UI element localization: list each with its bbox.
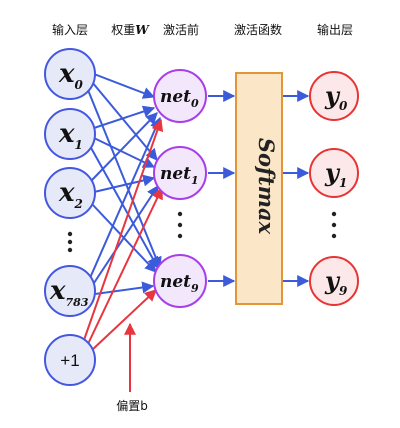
input-node-x1-label: x1 bbox=[58, 119, 83, 152]
weight-arrow bbox=[94, 281, 155, 295]
bias-arrow bbox=[83, 118, 164, 341]
output-node-y9 bbox=[309, 256, 359, 306]
input-node-x1 bbox=[44, 108, 96, 160]
softmax-block: Softmax bbox=[235, 72, 283, 305]
output-node-y1-label: y1 bbox=[324, 158, 347, 190]
bias-arrows bbox=[83, 118, 164, 392]
output-node-y1 bbox=[309, 148, 359, 198]
net-node-0 bbox=[153, 69, 207, 123]
net-node-1-label: net1 bbox=[160, 164, 199, 187]
output-node-y9-label: y9 bbox=[324, 266, 348, 298]
pre-activation-layer: net0 net1 net9 bbox=[153, 69, 207, 308]
softmax-to-output-arrows bbox=[282, 90, 310, 287]
net-ellipsis bbox=[177, 211, 183, 239]
weight-arrow bbox=[93, 174, 156, 193]
header-activation-function: 激活函数 bbox=[234, 22, 282, 37]
bias-node-label: +1 bbox=[60, 351, 79, 370]
input-node-x0 bbox=[44, 48, 96, 100]
weight-arrow bbox=[89, 145, 159, 270]
output-layer: y0 y1 y9 bbox=[309, 71, 359, 306]
net-node-0-label: net0 bbox=[160, 87, 199, 110]
softmax-box bbox=[235, 72, 283, 305]
weight-arrows bbox=[87, 73, 162, 295]
input-node-x0-label: x0 bbox=[58, 59, 84, 92]
input-node-x783-label: x783 bbox=[49, 276, 89, 309]
header-output-layer: 输出层 bbox=[317, 22, 353, 37]
net-node-9-label: net9 bbox=[160, 272, 199, 295]
weight-arrow bbox=[91, 184, 159, 287]
input-layer: x0 x1 x2 x783 +1 bbox=[44, 48, 96, 386]
output-node-y0 bbox=[309, 71, 359, 121]
weight-arrow bbox=[93, 73, 156, 99]
weight-arrow bbox=[93, 105, 156, 129]
weight-arrow bbox=[87, 89, 162, 270]
input-node-x2-label: x2 bbox=[58, 178, 83, 211]
input-node-x783 bbox=[44, 265, 96, 317]
header-pre-activation: 激活前 bbox=[163, 22, 199, 37]
net-node-9 bbox=[153, 254, 207, 308]
output-ellipsis bbox=[331, 211, 337, 239]
output-node-y0-label: y0 bbox=[324, 81, 348, 113]
input-ellipsis bbox=[67, 231, 73, 253]
bias-annotation: 偏置b bbox=[116, 398, 148, 413]
net-to-softmax-arrows bbox=[208, 90, 236, 287]
weight-arrow bbox=[91, 112, 158, 181]
weight-arrow bbox=[91, 81, 158, 161]
bias-arrow bbox=[87, 186, 163, 345]
softmax-label: Softmax bbox=[254, 138, 279, 235]
input-node-x2 bbox=[44, 167, 96, 219]
bias-node bbox=[44, 334, 96, 386]
bias-arrow bbox=[91, 289, 157, 351]
weight-arrow bbox=[93, 137, 156, 168]
weight-arrow bbox=[89, 116, 162, 279]
net-node-1 bbox=[153, 146, 207, 200]
header-weights: 权重W bbox=[111, 23, 150, 37]
header-input-layer: 输入层 bbox=[52, 22, 88, 37]
